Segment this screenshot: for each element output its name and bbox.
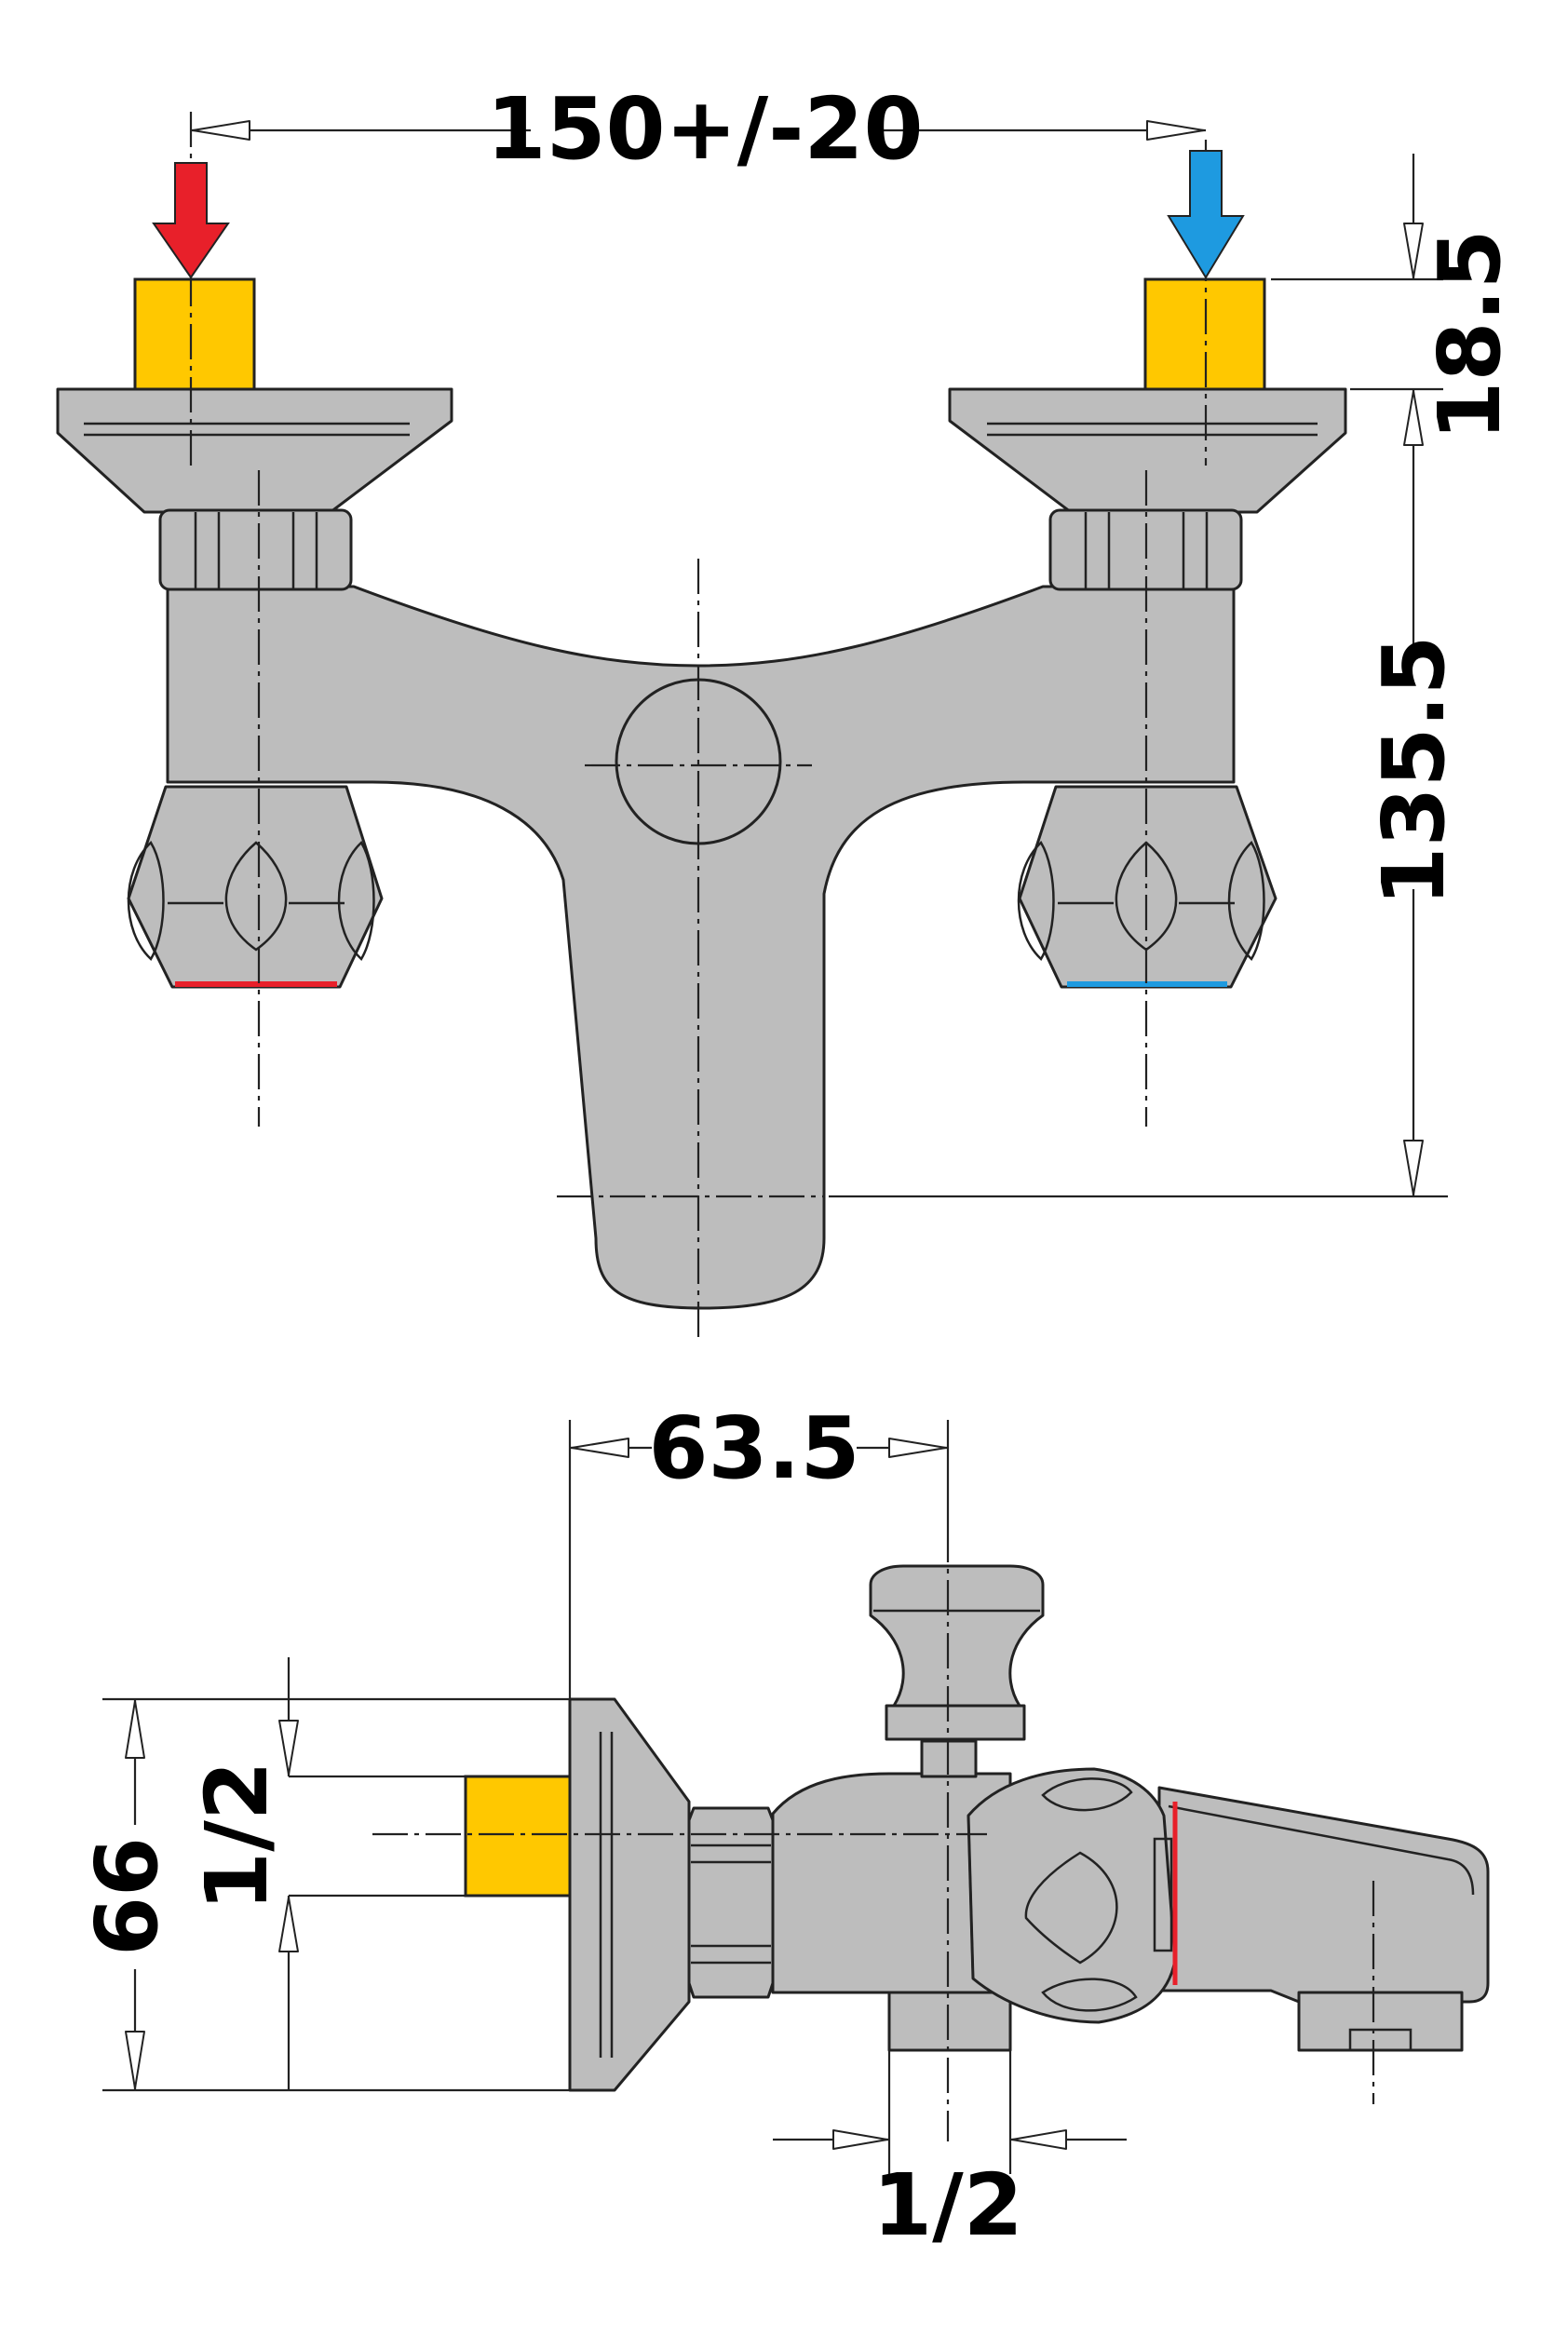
side-body	[771, 1772, 1012, 1994]
cold-water-arrow	[1167, 150, 1245, 279]
left-nut	[158, 508, 353, 591]
side-view: 63.5 66 1/2	[77, 1398, 1490, 2255]
hot-inlet-connector	[133, 277, 256, 391]
side-handle	[966, 1767, 1178, 2024]
diverter-grip	[869, 1564, 1045, 1708]
height-to-spout-dimension: 135.5	[829, 389, 1464, 1198]
hot-handle	[127, 785, 384, 989]
outlet-thread-dimension: 1/2	[773, 2050, 1127, 2255]
front-view: 150+/-20 18.5 135.5	[56, 79, 1520, 1341]
inlet-height-dimension: 18.5	[1271, 154, 1520, 441]
left-wall-flange	[56, 387, 453, 514]
spout	[1157, 1786, 1490, 2004]
inlet-thread-label: 1/2	[187, 1761, 287, 1911]
inlet-thread-dimension: 1/2	[187, 1657, 466, 2090]
cold-handle	[1017, 785, 1277, 989]
wall-projection-label: 63.5	[649, 1398, 860, 1498]
right-wall-flange	[948, 387, 1347, 514]
hot-water-arrow	[152, 162, 230, 279]
outlet-thread-label: 1/2	[872, 2155, 1023, 2255]
inlet-spacing-dimension: 150+/-20	[191, 79, 1206, 179]
body-height-dimension: 66	[77, 1697, 570, 2092]
shower-outlet	[887, 1991, 1012, 2052]
spout-outlet	[1297, 1991, 1464, 2052]
mixer-body	[166, 585, 1236, 1310]
side-wall-flange	[568, 1697, 691, 2092]
inlet-height-label: 18.5	[1420, 230, 1520, 441]
side-inlet-connector	[464, 1775, 572, 1898]
side-nut	[687, 1806, 775, 1999]
height-to-spout-label: 135.5	[1364, 635, 1464, 906]
wall-projection-dimension: 63.5	[568, 1398, 950, 1699]
inlet-spacing-label: 150+/-20	[487, 79, 924, 179]
diverter-cap	[885, 1704, 1026, 1741]
body-height-label: 66	[77, 1837, 177, 1956]
